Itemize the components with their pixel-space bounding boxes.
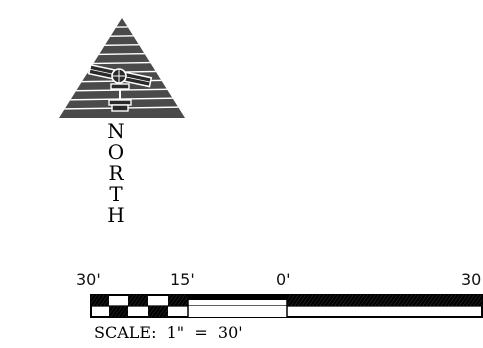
scale-tick-15: 15' — [170, 270, 195, 289]
north-letter-r: R — [108, 161, 124, 185]
north-letter-h: H — [107, 203, 125, 227]
surveyor-transit-pyramid-icon — [59, 18, 185, 118]
north-letter-t: T — [109, 182, 123, 206]
scale-tick-0: 0' — [276, 270, 291, 289]
north-letter-o: O — [107, 140, 125, 164]
graphic-scale-bar — [90, 294, 483, 318]
north-letter-n: N — [107, 119, 125, 143]
scale-caption: SCALE: 1" = 30' — [94, 323, 243, 342]
scale-tick-30-left: 30' — [76, 270, 101, 289]
scale-tick-30-right: 30 — [461, 270, 482, 289]
